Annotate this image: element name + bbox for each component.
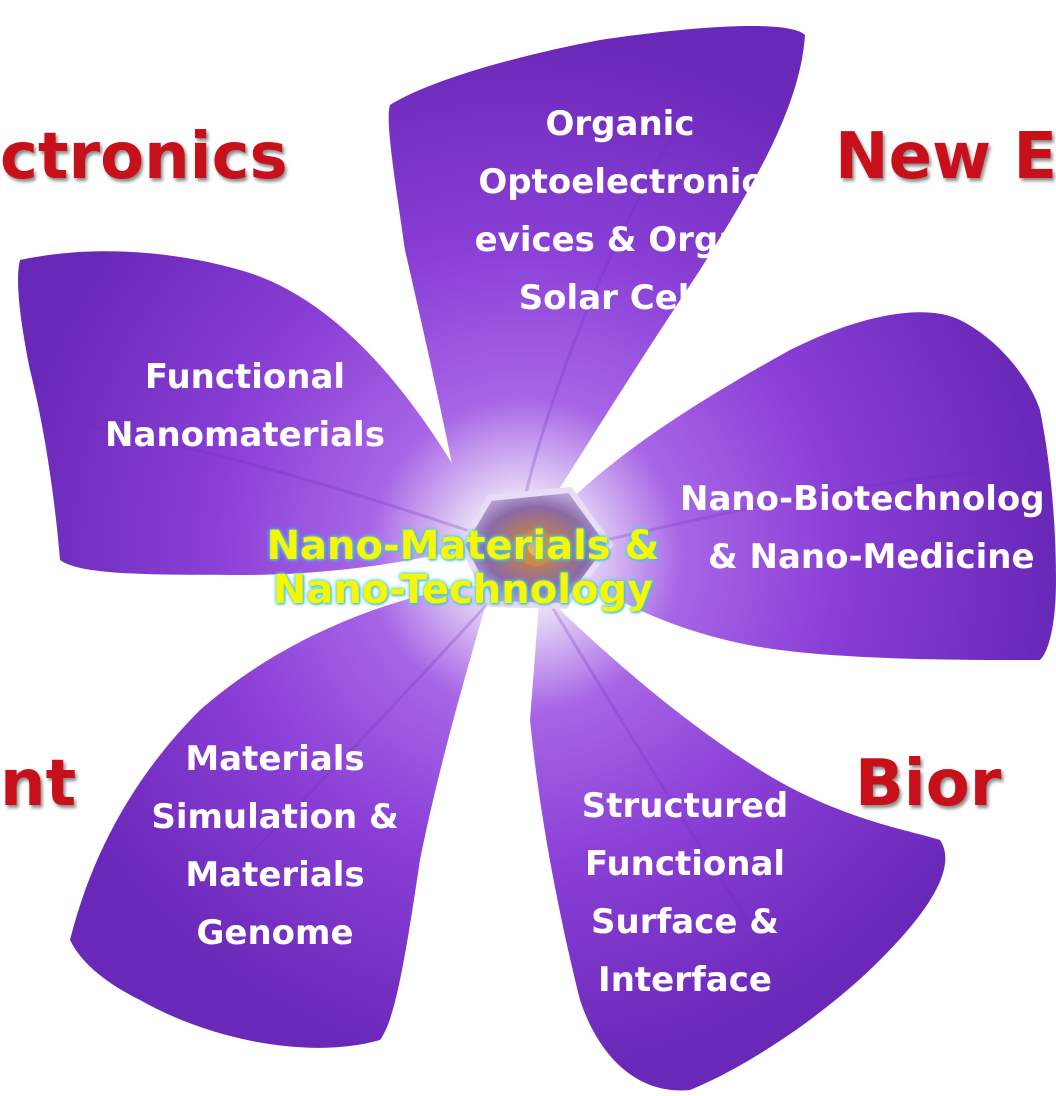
corner-label-bottom-right: Bior	[855, 752, 1001, 816]
petal-label-left: Functional Nanomaterials	[80, 348, 410, 464]
petal-label-bottom-right: Structured Functional Surface & Interfac…	[530, 777, 840, 1009]
petal-left-line-1: Functional	[80, 348, 410, 406]
petal-label-bottom-left: Materials Simulation & Materials Genome	[120, 730, 430, 962]
petal-label-right: Nano-Biotechnolog & Nano-Medicine	[680, 470, 1056, 586]
petal-bottom-right-line-1: Structured	[530, 777, 840, 835]
petal-bottom-left-line-1: Materials	[120, 730, 430, 788]
petal-right-line-2: & Nano-Medicine	[680, 528, 1056, 586]
corner-label-top-left: ctronics	[0, 125, 288, 189]
petal-bottom-right-line-4: Interface	[530, 951, 840, 1009]
petal-right-line-1: Nano-Biotechnolog	[680, 470, 1056, 528]
petal-bottom-left-line-4: Genome	[120, 904, 430, 962]
center-line-1: Nano-Materials &	[258, 524, 668, 568]
center-line-2: Nano-Technology	[258, 568, 668, 612]
petal-bottom-right-line-2: Functional	[530, 835, 840, 893]
center-label: Nano-Materials & Nano-Technology	[258, 524, 668, 612]
petal-bottom-left-line-2: Simulation &	[120, 788, 430, 846]
petal-label-top: Organic Optoelectronic evices & Organ So…	[450, 95, 790, 327]
corner-label-bottom-left: nt	[0, 752, 76, 816]
petal-top-line-2: Optoelectronic	[450, 153, 790, 211]
petal-top-line-3: evices & Organ	[450, 211, 790, 269]
petal-bottom-right-line-3: Surface &	[530, 893, 840, 951]
petal-top-line-1: Organic	[450, 95, 790, 153]
corner-label-top-right: New E	[835, 125, 1056, 189]
petal-top-line-4: Solar Cells	[450, 269, 790, 327]
petal-left-line-2: Nanomaterials	[80, 406, 410, 464]
petal-bottom-left-line-3: Materials	[120, 846, 430, 904]
